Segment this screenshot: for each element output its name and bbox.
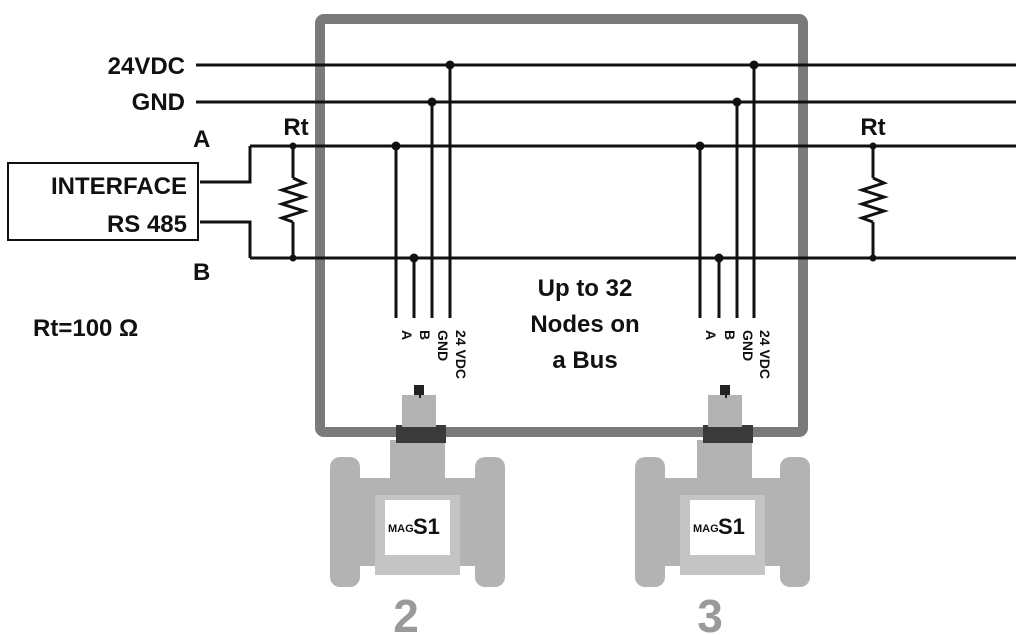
bus-capacity-note-line2: Nodes on <box>530 311 639 338</box>
bus-enclosure-frame <box>315 14 808 437</box>
node-number-3: 3 <box>697 590 723 635</box>
termination-right-label: Rt <box>860 114 885 141</box>
node-3-pin-a: A <box>703 330 719 340</box>
line-b-label: B <box>193 259 210 286</box>
termination-resistor-right <box>857 142 889 262</box>
bus-capacity-note-line1: Up to 32 <box>538 275 633 302</box>
node-3-pin-24vdc: 24 VDC <box>757 330 773 379</box>
node-number-2: 2 <box>393 590 419 635</box>
interface-b-connection <box>200 220 252 258</box>
power-bus-label: 24VDC <box>108 53 185 80</box>
meter-display-3 <box>690 500 755 555</box>
interface-label-line1: INTERFACE <box>51 173 187 200</box>
termination-left-label: Rt <box>283 114 308 141</box>
ground-bus-label: GND <box>132 89 185 116</box>
bus-capacity-note-line3: a Bus <box>552 347 617 374</box>
node-2-pin-24vdc: 24 VDC <box>453 330 469 379</box>
node-2-pin-gnd: GND <box>435 330 451 361</box>
node-3-pin-gnd: GND <box>740 330 756 361</box>
termination-value-label: Rt=100 Ω <box>33 315 138 342</box>
interface-label-line2: RS 485 <box>107 211 187 238</box>
meter-brand-mark-2: S1 <box>413 514 440 539</box>
node-3-pin-b: B <box>722 330 738 340</box>
meter-brand-prefix-2: MAG <box>388 523 414 535</box>
rs485-interface-box <box>7 162 199 241</box>
flow-meter-node-2 <box>330 385 505 587</box>
termination-resistor-left <box>277 142 309 262</box>
line-a-label: A <box>193 126 210 153</box>
meter-brand-mark-3: S1 <box>718 514 745 539</box>
node-2-pin-b: B <box>417 330 433 340</box>
interface-a-connection <box>200 146 252 184</box>
flow-meter-node-3 <box>635 385 810 587</box>
node-2-pin-a: A <box>399 330 415 340</box>
node-2-drop-wires <box>391 60 455 318</box>
node-3-drop-wires <box>695 60 759 318</box>
meter-display-2 <box>385 500 450 555</box>
meter-brand-prefix-3: MAG <box>693 523 719 535</box>
